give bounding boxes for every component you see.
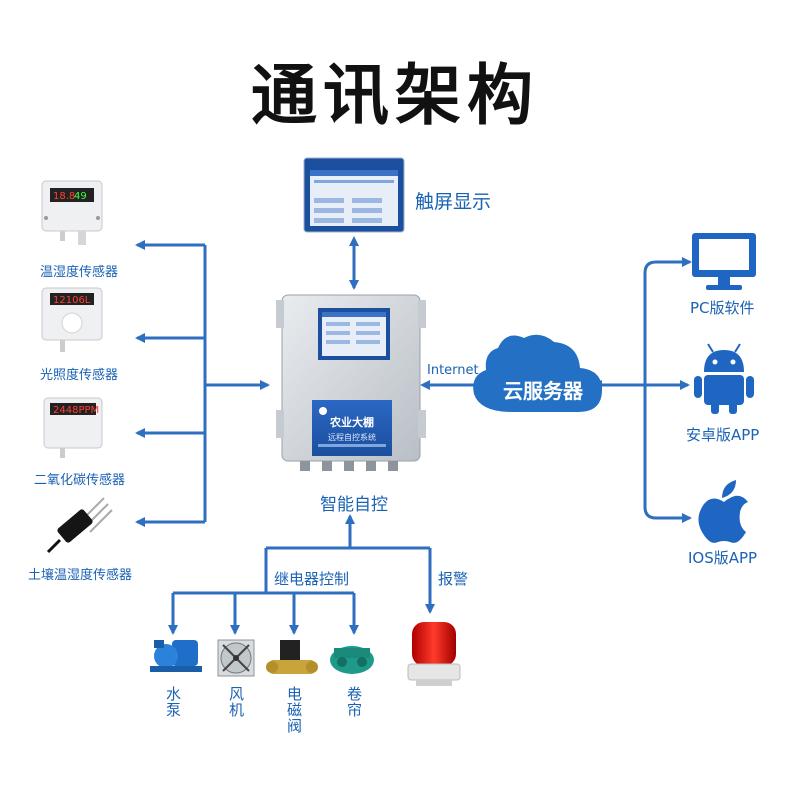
client-label-ios: IOS版APP: [688, 549, 758, 567]
actuator-label-fan: 风机: [227, 686, 245, 718]
cloud-server-label: 云服务器: [503, 379, 583, 403]
client-label-android: 安卓版APP: [686, 426, 760, 444]
temp-humidity-sensor-icon: 18.8 49: [41, 180, 103, 245]
apple-icon: [698, 480, 748, 543]
svg-text:12106L: 12106L: [53, 295, 91, 306]
svg-text:49: 49: [74, 191, 87, 202]
controller-label: 智能自控: [320, 495, 388, 515]
sensor-label-co2: 二氧化碳传感器: [34, 473, 126, 488]
android-icon: [694, 343, 754, 414]
sensor-connectors: [135, 240, 270, 527]
pc-monitor-icon: [692, 233, 756, 290]
actuator-label-curtain: 卷帘: [345, 686, 363, 718]
curtain-motor-icon: [330, 646, 374, 674]
svg-text:18.8: 18.8: [53, 191, 75, 202]
actuator-label-pump: 水泵: [164, 686, 182, 718]
controller-panel-subtitle: 远程自控系统: [328, 432, 376, 442]
soil-sensor-icon: [46, 497, 113, 554]
client-connectors: [592, 257, 692, 523]
relay-control-label: 继电器控制: [274, 570, 350, 588]
actuator-label-valve: 电磁阀: [285, 686, 303, 734]
cloud-server-icon: [473, 334, 602, 412]
water-pump-icon: [150, 640, 202, 672]
sensor-label-light: 光照度传感器: [40, 368, 119, 383]
solenoid-valve-icon: [266, 640, 318, 674]
fan-icon: [217, 639, 255, 677]
controller-unit-icon: [276, 294, 426, 471]
internet-label: Internet: [427, 363, 479, 378]
alarm-light-icon: [407, 622, 461, 686]
touchscreen-display-icon: [303, 157, 405, 233]
sensor-label-temp-humidity: 温湿度传感器: [40, 265, 119, 280]
sensor-label-soil: 土壤温湿度传感器: [28, 568, 133, 583]
co2-sensor-icon: 2448PPM: [43, 397, 103, 458]
relay-connectors: [168, 514, 435, 635]
svg-text:2448PPM: 2448PPM: [53, 405, 99, 416]
touchscreen-label: 触屏显示: [415, 191, 492, 213]
client-label-pc: PC版软件: [690, 299, 755, 317]
page-title: 通讯架构: [251, 57, 539, 134]
controller-panel-title: 农业大棚: [329, 415, 374, 429]
alarm-label: 报警: [438, 570, 469, 588]
light-sensor-icon: 12106L: [41, 287, 103, 352]
